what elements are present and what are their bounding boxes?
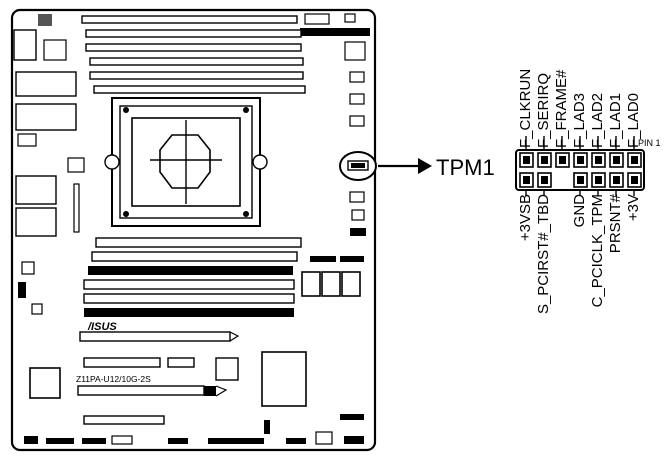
header-small: [349, 191, 365, 203]
sata-port: [341, 271, 361, 297]
chip: [215, 357, 239, 381]
pin1-label: PIN 1: [638, 138, 661, 148]
pin-label-top: F_CLKRUN: [517, 69, 534, 148]
header-small: [349, 115, 365, 127]
pin-header: [18, 282, 26, 298]
cpu-socket: [104, 97, 268, 227]
io-connector: [17, 133, 37, 147]
pin: [595, 176, 602, 184]
slot-bottom: [83, 415, 165, 425]
connector-name: TPM1: [436, 155, 495, 180]
tpm-header-on-board: [339, 151, 377, 181]
sata-port: [321, 271, 341, 297]
bottom-pin-labels: +3VSB S_PCIRST#_TBD GND C_PCICLK_TPM PRS…: [517, 193, 642, 314]
lan-port-block: [15, 103, 77, 131]
pcie-slot-lower: [79, 331, 231, 342]
pin-label-top: F_LAD3: [571, 93, 588, 148]
sata-connector: [340, 256, 364, 262]
fan-header: [344, 41, 366, 61]
pin: [613, 156, 620, 164]
pin-label-bottom: S_PCIRST#_TBD: [535, 194, 552, 314]
pin-label-top: F_FRAME#: [553, 69, 570, 148]
vga-port: [15, 175, 57, 205]
sata-connector: [310, 256, 336, 262]
pin: [541, 176, 548, 184]
usb-port-block: [15, 71, 77, 97]
pointer-arrow: [378, 158, 432, 174]
pcie-slot-small: [167, 357, 195, 368]
bmc-chip: [261, 351, 307, 407]
dimm-slots-top: [81, 15, 306, 94]
pin-label-top: F_SERIRQ: [535, 73, 552, 148]
board-model: Z11PA-U12/10G-2S: [76, 374, 151, 384]
sata-port: [301, 271, 321, 297]
small-chip: [31, 303, 43, 315]
chip: [67, 157, 85, 173]
pin: [559, 156, 566, 164]
pin-label-top: F_LAD2: [589, 93, 606, 148]
header-black: [340, 414, 364, 420]
top-pin-labels: F_CLKRUN F_SERIRQ F_FRAME# F_LAD3 F_LAD2…: [517, 69, 642, 148]
pcie-slots: [83, 237, 302, 317]
pin-label-bottom: +3V: [625, 194, 642, 221]
header-black: [264, 420, 270, 434]
small-header: [43, 39, 67, 61]
pch-chip: [29, 367, 61, 399]
board-brand: /ISUS: [87, 321, 117, 333]
serial-port: [13, 29, 37, 61]
vertical-header: [73, 183, 80, 233]
tpm-pin-header: [515, 136, 645, 196]
pin: [523, 176, 530, 184]
pin-label-bottom: PRSNT#: [607, 193, 624, 253]
jumper: [344, 13, 356, 23]
io-block: [38, 14, 52, 26]
pin: [541, 156, 548, 164]
bottom-headers: [24, 431, 364, 445]
pin: [523, 156, 530, 164]
pin-label-bottom: C_PCICLK_TPM: [589, 194, 606, 307]
pcie-slot-small: [83, 357, 161, 368]
pin-label-bottom: +3VSB: [517, 194, 534, 241]
battery-header: [304, 13, 330, 25]
header-small: [349, 93, 365, 105]
header-black: [350, 228, 366, 236]
pin-label-top: F_LAD0: [625, 93, 642, 148]
pin: [595, 156, 602, 164]
pin: [613, 176, 620, 184]
pcie-slot-bottom: [77, 385, 205, 396]
lan-port-2: [15, 207, 57, 237]
pin: [631, 176, 638, 184]
front-header: [300, 28, 370, 36]
pin: [577, 176, 584, 184]
header-small: [351, 209, 365, 221]
pin: [577, 156, 584, 164]
motherboard: /ISUS Z11PA-U12/10G-2S: [10, 8, 377, 452]
header-small: [349, 71, 365, 83]
pin-label-top: F_LAD1: [607, 93, 624, 148]
pin-label-bottom: GND: [571, 194, 588, 228]
small-chip: [21, 261, 35, 275]
pin: [631, 156, 638, 164]
